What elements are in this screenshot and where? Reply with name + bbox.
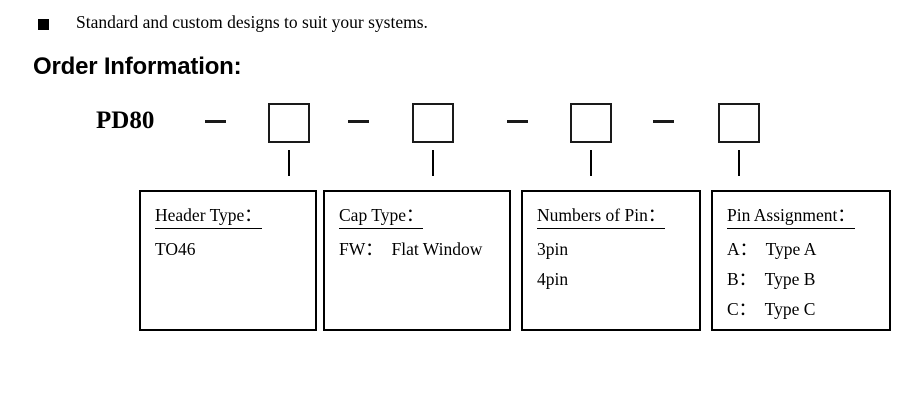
- page-title: Order Information:: [33, 53, 242, 80]
- legend-options-cap-type: FW： Flat Window: [339, 234, 482, 264]
- part-number-slot-header-type[interactable]: [268, 103, 310, 143]
- legend-options-pin-assignment: A： Type A B： Type B C： Type C: [727, 234, 816, 324]
- part-number-base-label: PD80: [96, 107, 155, 134]
- legend-options-header-type: TO46: [155, 234, 196, 264]
- part-number-slot-cap-type[interactable]: [412, 103, 454, 143]
- legend-box-cap-type: Cap Type： FW： Flat Window: [323, 190, 511, 331]
- square-bullet-icon: [38, 19, 49, 30]
- feature-bullet-row: Standard and custom designs to suit your…: [0, 8, 924, 38]
- legend-box-header-type: Header Type： TO46: [139, 190, 317, 331]
- legend-box-numbers-of-pin: Numbers of Pin： 3pin 4pin: [521, 190, 701, 331]
- connector-line-3: [590, 150, 592, 176]
- part-number-dash-2: [348, 120, 369, 123]
- legend-title-header-type: Header Type：: [155, 203, 262, 229]
- legend-option: A： Type A: [727, 239, 817, 259]
- legend-title-cap-type: Cap Type：: [339, 203, 424, 229]
- connector-line-1: [288, 150, 290, 176]
- legend-title-pin-assignment: Pin Assignment：: [727, 203, 855, 229]
- legend-option: 3pin: [537, 239, 569, 259]
- legend-option: FW： Flat Window: [339, 239, 483, 259]
- part-number-dash-1: [205, 120, 226, 123]
- legend-box-pin-assignment: Pin Assignment： A： Type A B： Type B C： T…: [711, 190, 891, 331]
- feature-bullet-text: Standard and custom designs to suit your…: [76, 12, 428, 32]
- part-number-dash-3: [507, 120, 528, 123]
- legend-option: C： Type C: [727, 299, 816, 319]
- legend-option: 4pin: [537, 269, 569, 289]
- part-number-dash-4: [653, 120, 674, 123]
- connector-line-2: [432, 150, 434, 176]
- legend-option: B： Type B: [727, 269, 816, 289]
- part-number-slot-pin-assignment[interactable]: [718, 103, 760, 143]
- legend-option: TO46: [155, 239, 196, 259]
- legend-options-numbers-of-pin: 3pin 4pin: [537, 234, 568, 294]
- part-number-slot-numbers-of-pin[interactable]: [570, 103, 612, 143]
- connector-line-4: [738, 150, 740, 176]
- legend-title-numbers-of-pin: Numbers of Pin：: [537, 203, 666, 229]
